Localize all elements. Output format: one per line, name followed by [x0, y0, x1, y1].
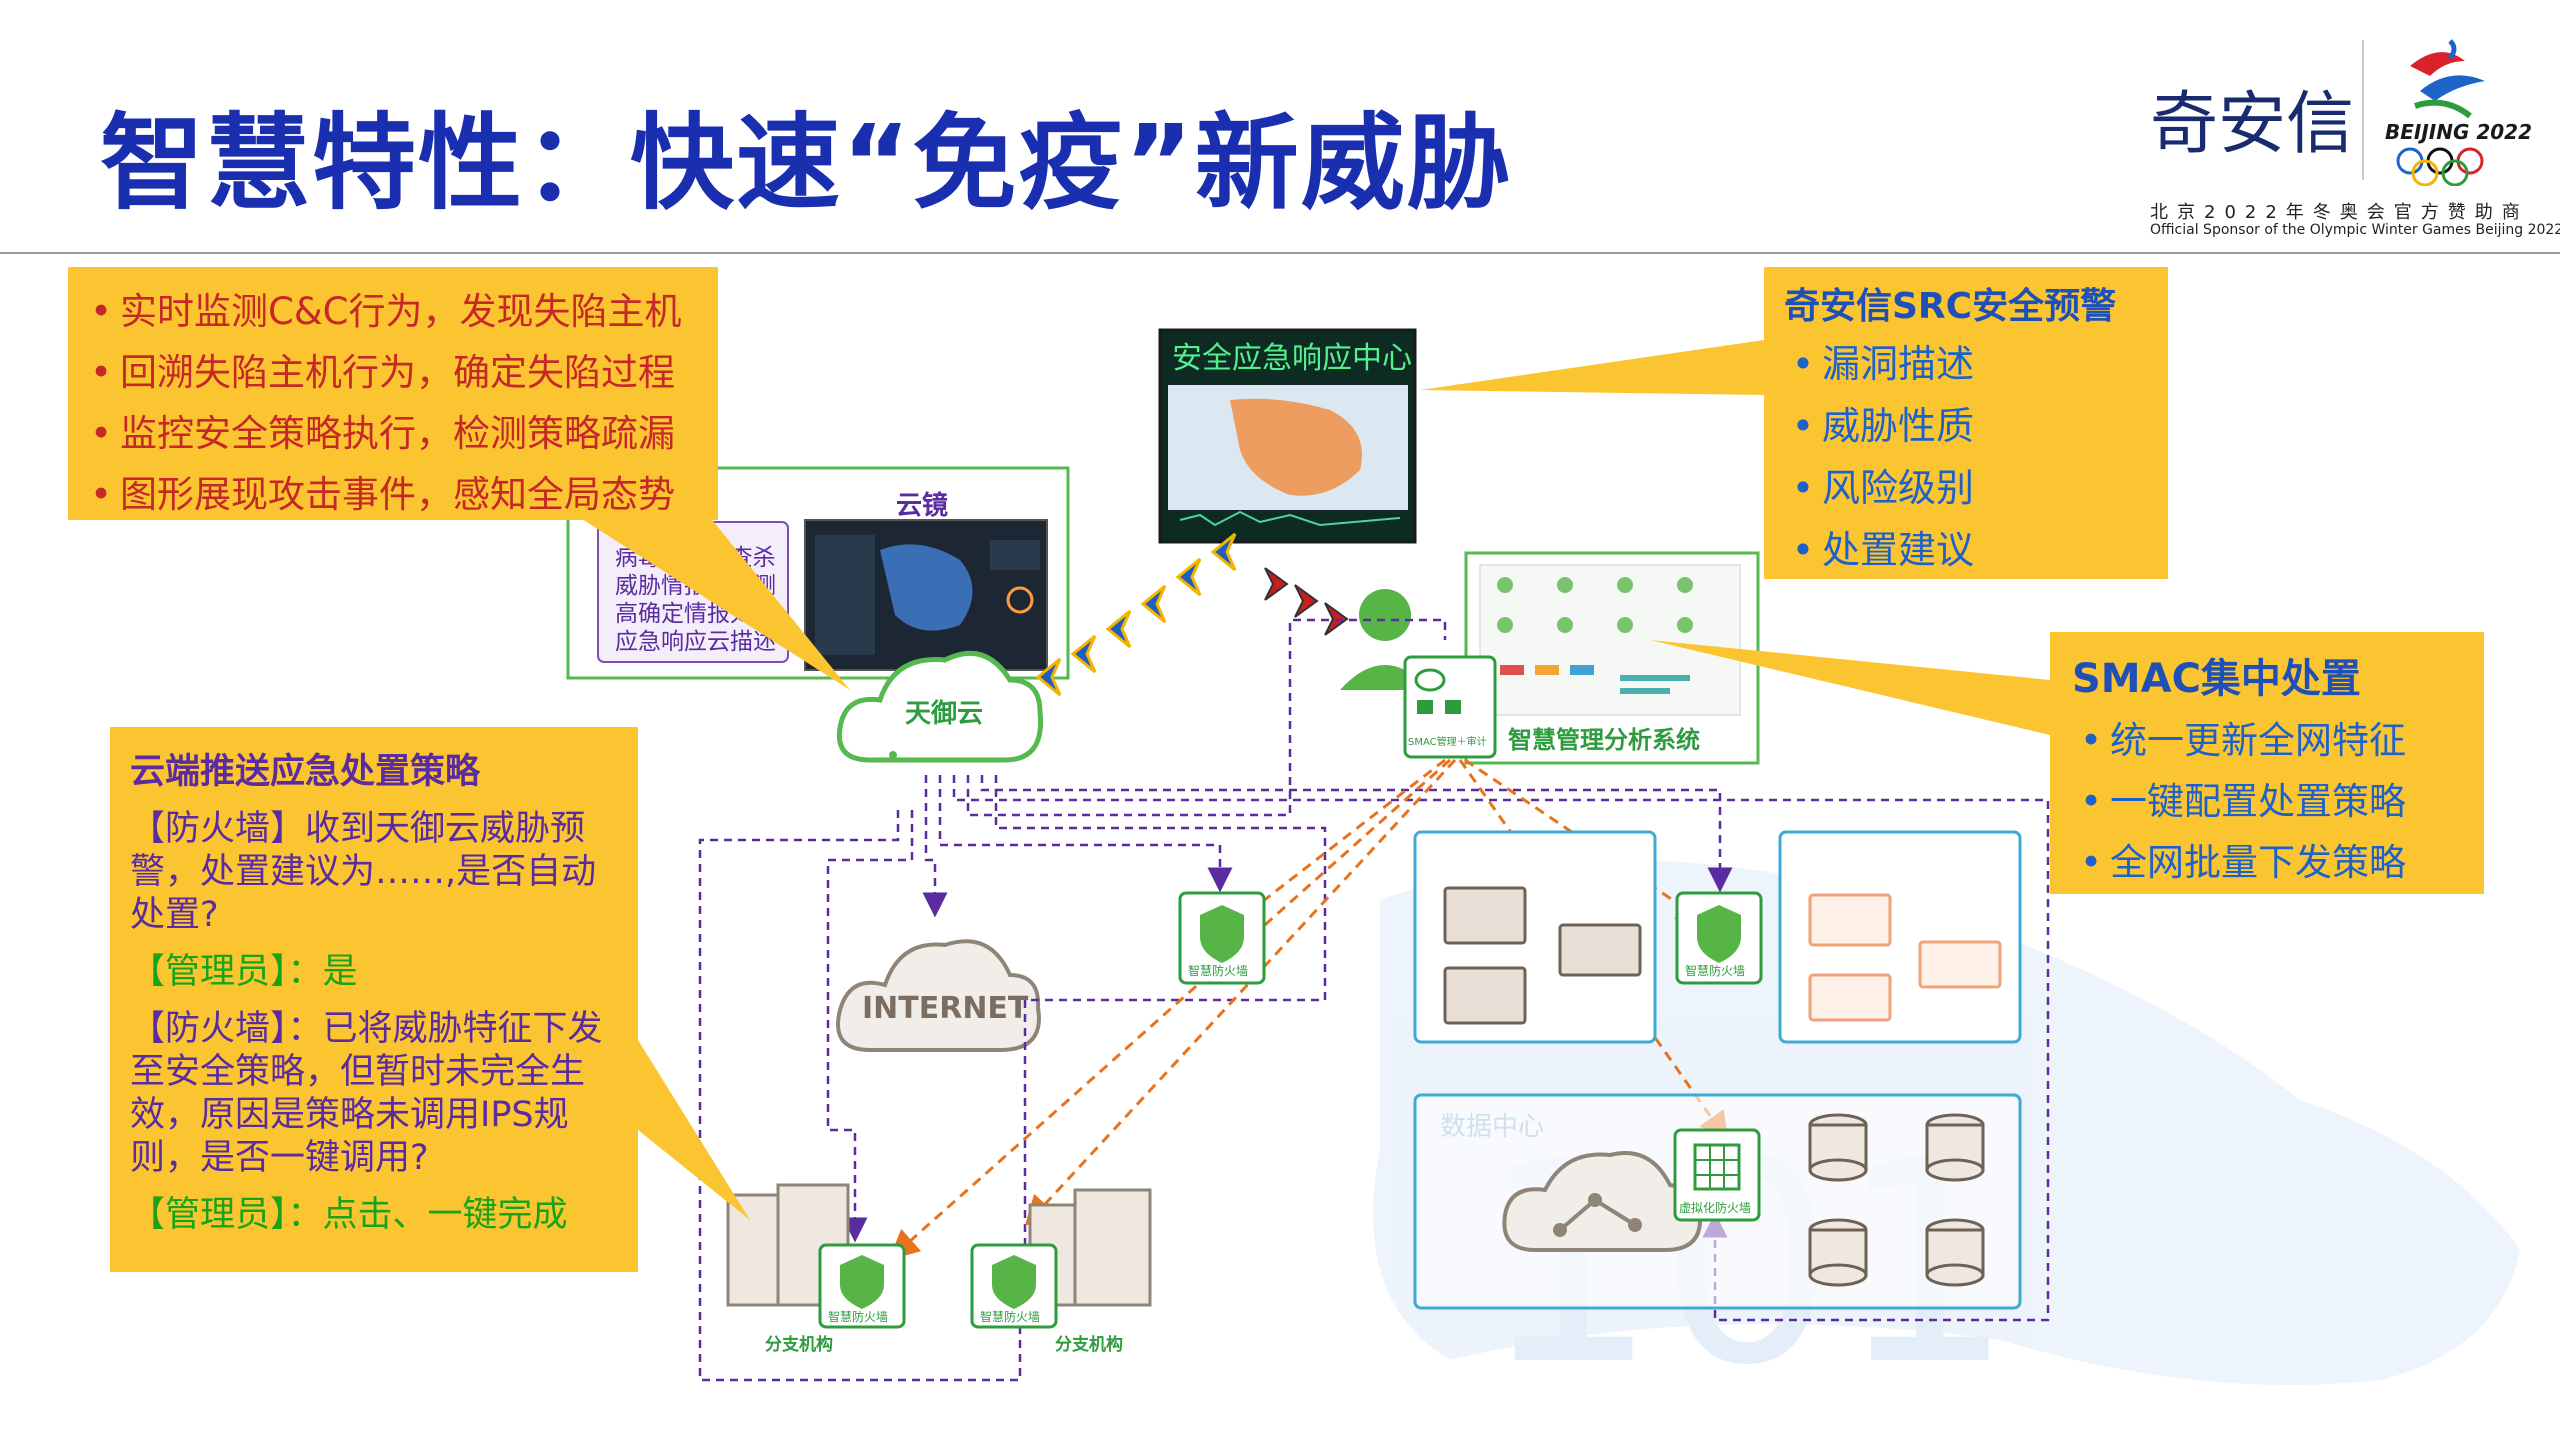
smac-callout: SMAC集中处置 统一更新全网特征 一键配置处置策略 全网批量下发策略 [2050, 632, 2484, 894]
firewall-message: 【防火墙】：已将威胁特征下发至安全策略，但暂时未完全生效，原因是策略未调用IPS… [130, 1009, 603, 1178]
logo-divider [2362, 40, 2364, 180]
smart-firewall-icon: 智慧防火墙 [818, 1243, 906, 1329]
internet-label: INTERNET [862, 991, 1029, 1026]
fw-label: 智慧防火墙 [1685, 963, 1745, 978]
branch-label: 分支机构 [765, 1334, 833, 1355]
smart-firewall-icon: 智慧防火墙 [1675, 891, 1763, 985]
page-title: 智慧特性：快速“免疫”新威胁 [100, 102, 1513, 224]
firewall-message: 【防火墙】收到天御云威胁预警，处置建议为……,是否自动处置? [130, 809, 597, 935]
olympic-emblem-icon [2396, 39, 2485, 186]
yunjing-dashboard-screen [804, 519, 1048, 671]
src-item: 风险级别 [1784, 457, 2168, 519]
cloud-label: 天御云 [905, 698, 983, 729]
smart-firewall-icon: 智慧防火墙 [1178, 891, 1266, 985]
header-divider [0, 252, 2560, 254]
fw-label: 智慧防火墙 [828, 1309, 888, 1324]
branch-building-icon [726, 1183, 1152, 1307]
database-server-icon [1808, 1113, 1985, 1287]
sponsor-cn: 北京2022年冬奥会官方赞助商 [2150, 202, 2529, 223]
virtual-firewall-icon: 虚拟化防火墙 [1673, 1128, 1761, 1222]
src-callout: 奇安信SRC安全预警 漏洞描述 威胁性质 风险级别 处置建议 [1764, 267, 2168, 579]
callout-pointer [1420, 340, 1764, 395]
flow-chevrons-red [1264, 567, 1349, 636]
push-title: 云端推送应急处置策略 [130, 752, 481, 792]
push-strategy-callout: 云端推送应急处置策略 【防火墙】收到天御云威胁预警，处置建议为……,是否自动处置… [110, 727, 638, 1272]
branch-label: 分支机构 [1055, 1334, 1123, 1355]
smac-item: 统一更新全网特征 [2072, 710, 2484, 771]
callout-pointer [560, 505, 850, 690]
smac-item: 一键配置处置策略 [2072, 771, 2484, 832]
fw-label: 智慧防火墙 [980, 1309, 1040, 1324]
brand-logo: 奇安信 [2150, 85, 2355, 164]
mgmt-dashboard [1479, 564, 1741, 716]
smac-label: SMAC管理＋审计 [1408, 735, 1487, 748]
smac-admin-icon: SMAC管理＋审计 [1340, 589, 1497, 759]
emergency-center-screen: 安全应急响应中心 [1158, 328, 1417, 544]
monitor-item: 回溯失陷主机行为，确定失陷过程 [82, 342, 718, 403]
yunjing-label: 云镜 [896, 490, 948, 521]
monitor-item: 实时监测C&C行为，发现失陷主机 [82, 281, 718, 342]
internet-cloud-icon: INTERNET [836, 939, 1041, 1052]
yunfang-item: 应急响应云描述 [615, 629, 776, 655]
callout-pointer [638, 1040, 750, 1220]
mgmt-system-label: 智慧管理分析系统 [1508, 726, 1700, 754]
smart-firewall-icon: 智慧防火墙 [970, 1243, 1058, 1329]
sponsor-en: Official Sponsor of the Olympic Winter G… [2150, 222, 2560, 238]
desktop-pc-icon [1443, 886, 1642, 1025]
fw-label: 智慧防火墙 [1188, 963, 1248, 978]
flow-chevrons-blue [1035, 532, 1237, 697]
tianyu-cloud-icon: 天御云 [836, 650, 1044, 763]
smac-title: SMAC集中处置 [2072, 656, 2361, 702]
olympic-text: BEIJING 2022 [2385, 120, 2533, 144]
src-item: 漏洞描述 [1784, 333, 2168, 395]
datacenter-label: 数据中心 [1440, 1112, 1544, 1142]
admin-reply: 【管理员】：是 [130, 952, 358, 992]
laptop-icon [1808, 893, 2002, 1022]
virt-fw-label: 虚拟化防火墙 [1679, 1200, 1751, 1215]
src-title: 奇安信SRC安全预警 [1784, 286, 2117, 327]
src-item: 处置建议 [1784, 519, 2168, 581]
monitor-callout: 实时监测C&C行为，发现失陷主机 回溯失陷主机行为，确定失陷过程 监控安全策略执… [68, 267, 718, 520]
emergency-center-title: 安全应急响应中心 [1172, 341, 1412, 376]
callout-pointer [1650, 640, 2050, 735]
src-item: 威胁性质 [1784, 395, 2168, 457]
monitor-item: 图形展现攻击事件，感知全局态势 [82, 464, 718, 525]
smac-item: 全网批量下发策略 [2072, 832, 2484, 893]
monitor-item: 监控安全策略执行，检测策略疏漏 [82, 403, 718, 464]
admin-reply: 【管理员】：点击、一键完成 [130, 1195, 568, 1235]
